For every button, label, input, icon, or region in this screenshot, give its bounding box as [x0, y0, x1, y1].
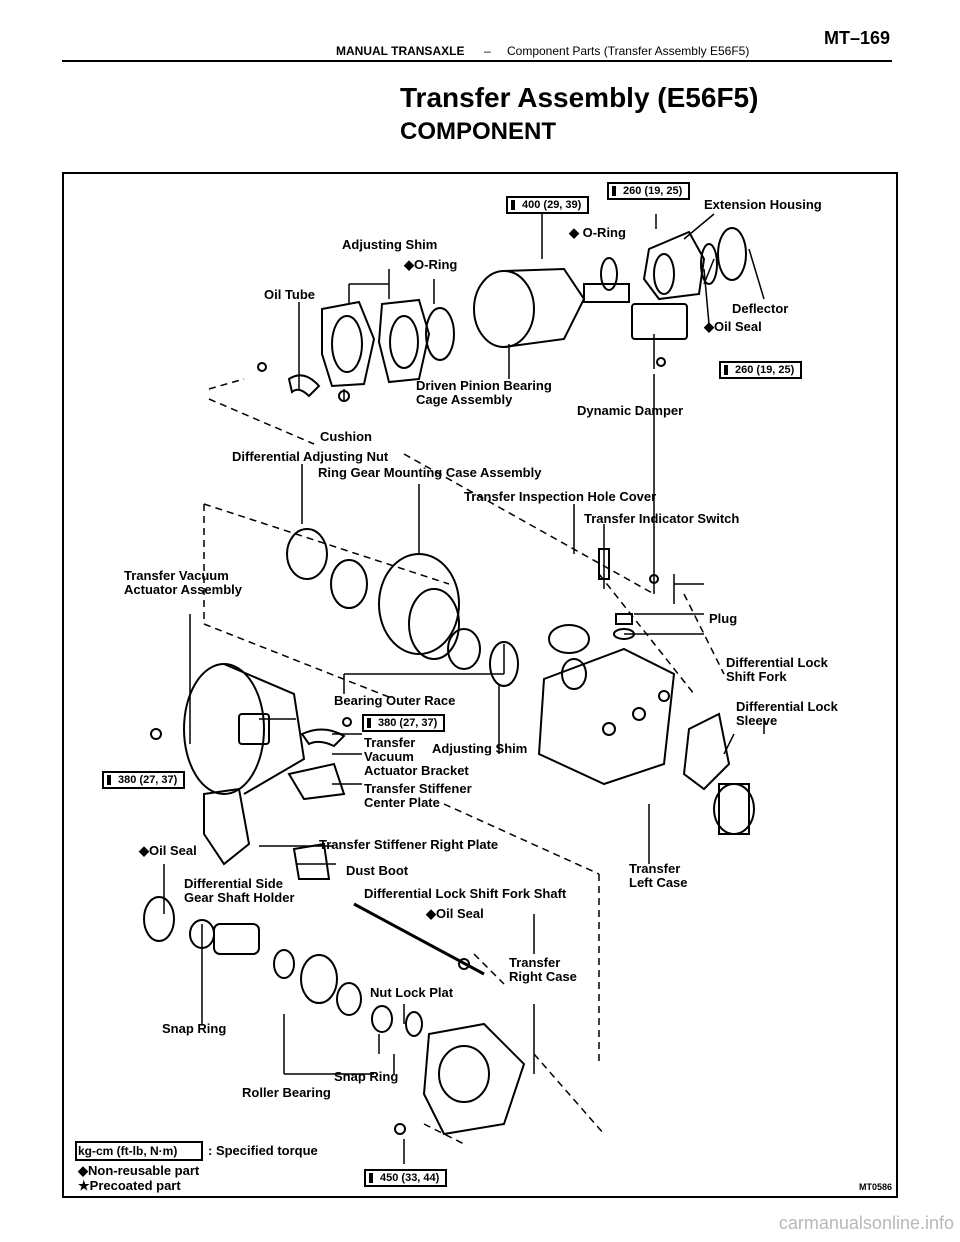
label-ring-gear-case: Ring Gear Mounting Case Assembly — [318, 465, 542, 480]
label-side-gear-holder: Differential Side Gear Shaft Holder — [184, 876, 295, 905]
label-oil-seal-mid: ◆Oil Seal — [426, 906, 484, 921]
label-actuator-bracket: Transfer Vacuum Actuator Bracket — [364, 735, 469, 778]
label-deflector: Deflector — [732, 301, 789, 316]
label-stiffener-right: Transfer Stiffener Right Plate — [319, 837, 499, 852]
label-oil-seal-left: ◆Oil Seal — [139, 843, 197, 858]
label-diff-lock-sleeve: Differential Lock Sleeve — [736, 699, 838, 728]
torque-box-380-bracket: 380 (27, 37) — [362, 714, 446, 732]
label-bearing-outer-race: Bearing Outer Race — [334, 693, 456, 708]
label-adjusting-shim-top: Adjusting Shim — [342, 237, 438, 252]
label-extension-housing: Extension Housing — [704, 197, 822, 212]
legend-non-reusable: ◆Non-reusable part — [78, 1163, 200, 1178]
label-inspection-cover: Transfer Inspection Hole Cover — [464, 489, 657, 504]
label-snap-ring-2: Snap Ring — [334, 1069, 399, 1084]
label-oil-tube: Oil Tube — [264, 287, 316, 302]
label-oil-seal-top: ◆Oil Seal — [704, 319, 762, 334]
torque-box-400: 400 (29, 39) — [506, 196, 590, 214]
label-dynamic-damper: Dynamic Damper — [577, 403, 684, 418]
label-diff-lock-fork: Differential Lock Shift Fork — [726, 655, 828, 684]
header-subsection: Component Parts (Transfer Assembly E56F5… — [507, 44, 750, 58]
label-snap-ring-1: Snap Ring — [162, 1021, 227, 1036]
label-o-ring-1: ◆ O-Ring — [569, 225, 626, 240]
component-diagram: 400 (29, 39) 260 (19, 25) 260 (19, 25) 3… — [62, 172, 898, 1198]
watermark: carmanualsonline.info — [778, 1213, 954, 1233]
header-section: MANUAL TRANSAXLE — [336, 44, 465, 58]
label-vacuum-actuator: Transfer Vacuum Actuator Assembly — [124, 568, 242, 597]
diagram-drawing — [75, 213, 765, 1164]
header-rule — [62, 60, 892, 62]
label-o-ring-2: ◆O-Ring — [404, 257, 458, 272]
page-subtitle: COMPONENT — [400, 118, 556, 145]
label-right-case: Transfer Right Case — [509, 955, 577, 984]
header-separator: – — [484, 44, 491, 58]
legend-torque-text: : Specified torque — [208, 1143, 318, 1158]
label-stiffener-center: Transfer Stiffener Center Plate — [364, 781, 472, 810]
label-diff-adjusting-nut: Differential Adjusting Nut — [232, 449, 389, 464]
label-left-case: Transfer Left Case — [629, 861, 688, 890]
label-cushion: Cushion — [320, 429, 372, 444]
legend-torque-box: kg-cm (ft-lb, N·m) — [78, 1144, 178, 1158]
label-dust-boot: Dust Boot — [346, 863, 409, 878]
label-plug: Plug — [709, 611, 738, 626]
label-roller-bearing: Roller Bearing — [242, 1085, 331, 1100]
torque-box-260-damper: 260 (19, 25) — [719, 361, 803, 379]
legend-precoated: ★Precoated part — [78, 1178, 181, 1193]
label-adjusting-shim-mid: Adjusting Shim — [432, 741, 528, 756]
torque-box-450: 450 (33, 44) — [364, 1169, 448, 1187]
page-title: Transfer Assembly (E56F5) — [400, 82, 759, 113]
label-indicator-switch: Transfer Indicator Switch — [584, 511, 740, 526]
label-nut-lock-plate: Nut Lock Plat — [370, 985, 454, 1000]
torque-box-380-actuator: 380 (27, 37) — [102, 771, 186, 789]
label-fork-shaft: Differential Lock Shift Fork Shaft — [364, 886, 567, 901]
figure-code: MT0586 — [858, 1182, 892, 1192]
label-driven-pinion: Driven Pinion Bearing Cage Assembly — [416, 378, 552, 407]
page-number: MT–169 — [823, 28, 890, 48]
torque-box-260-top: 260 (19, 25) — [607, 182, 691, 200]
